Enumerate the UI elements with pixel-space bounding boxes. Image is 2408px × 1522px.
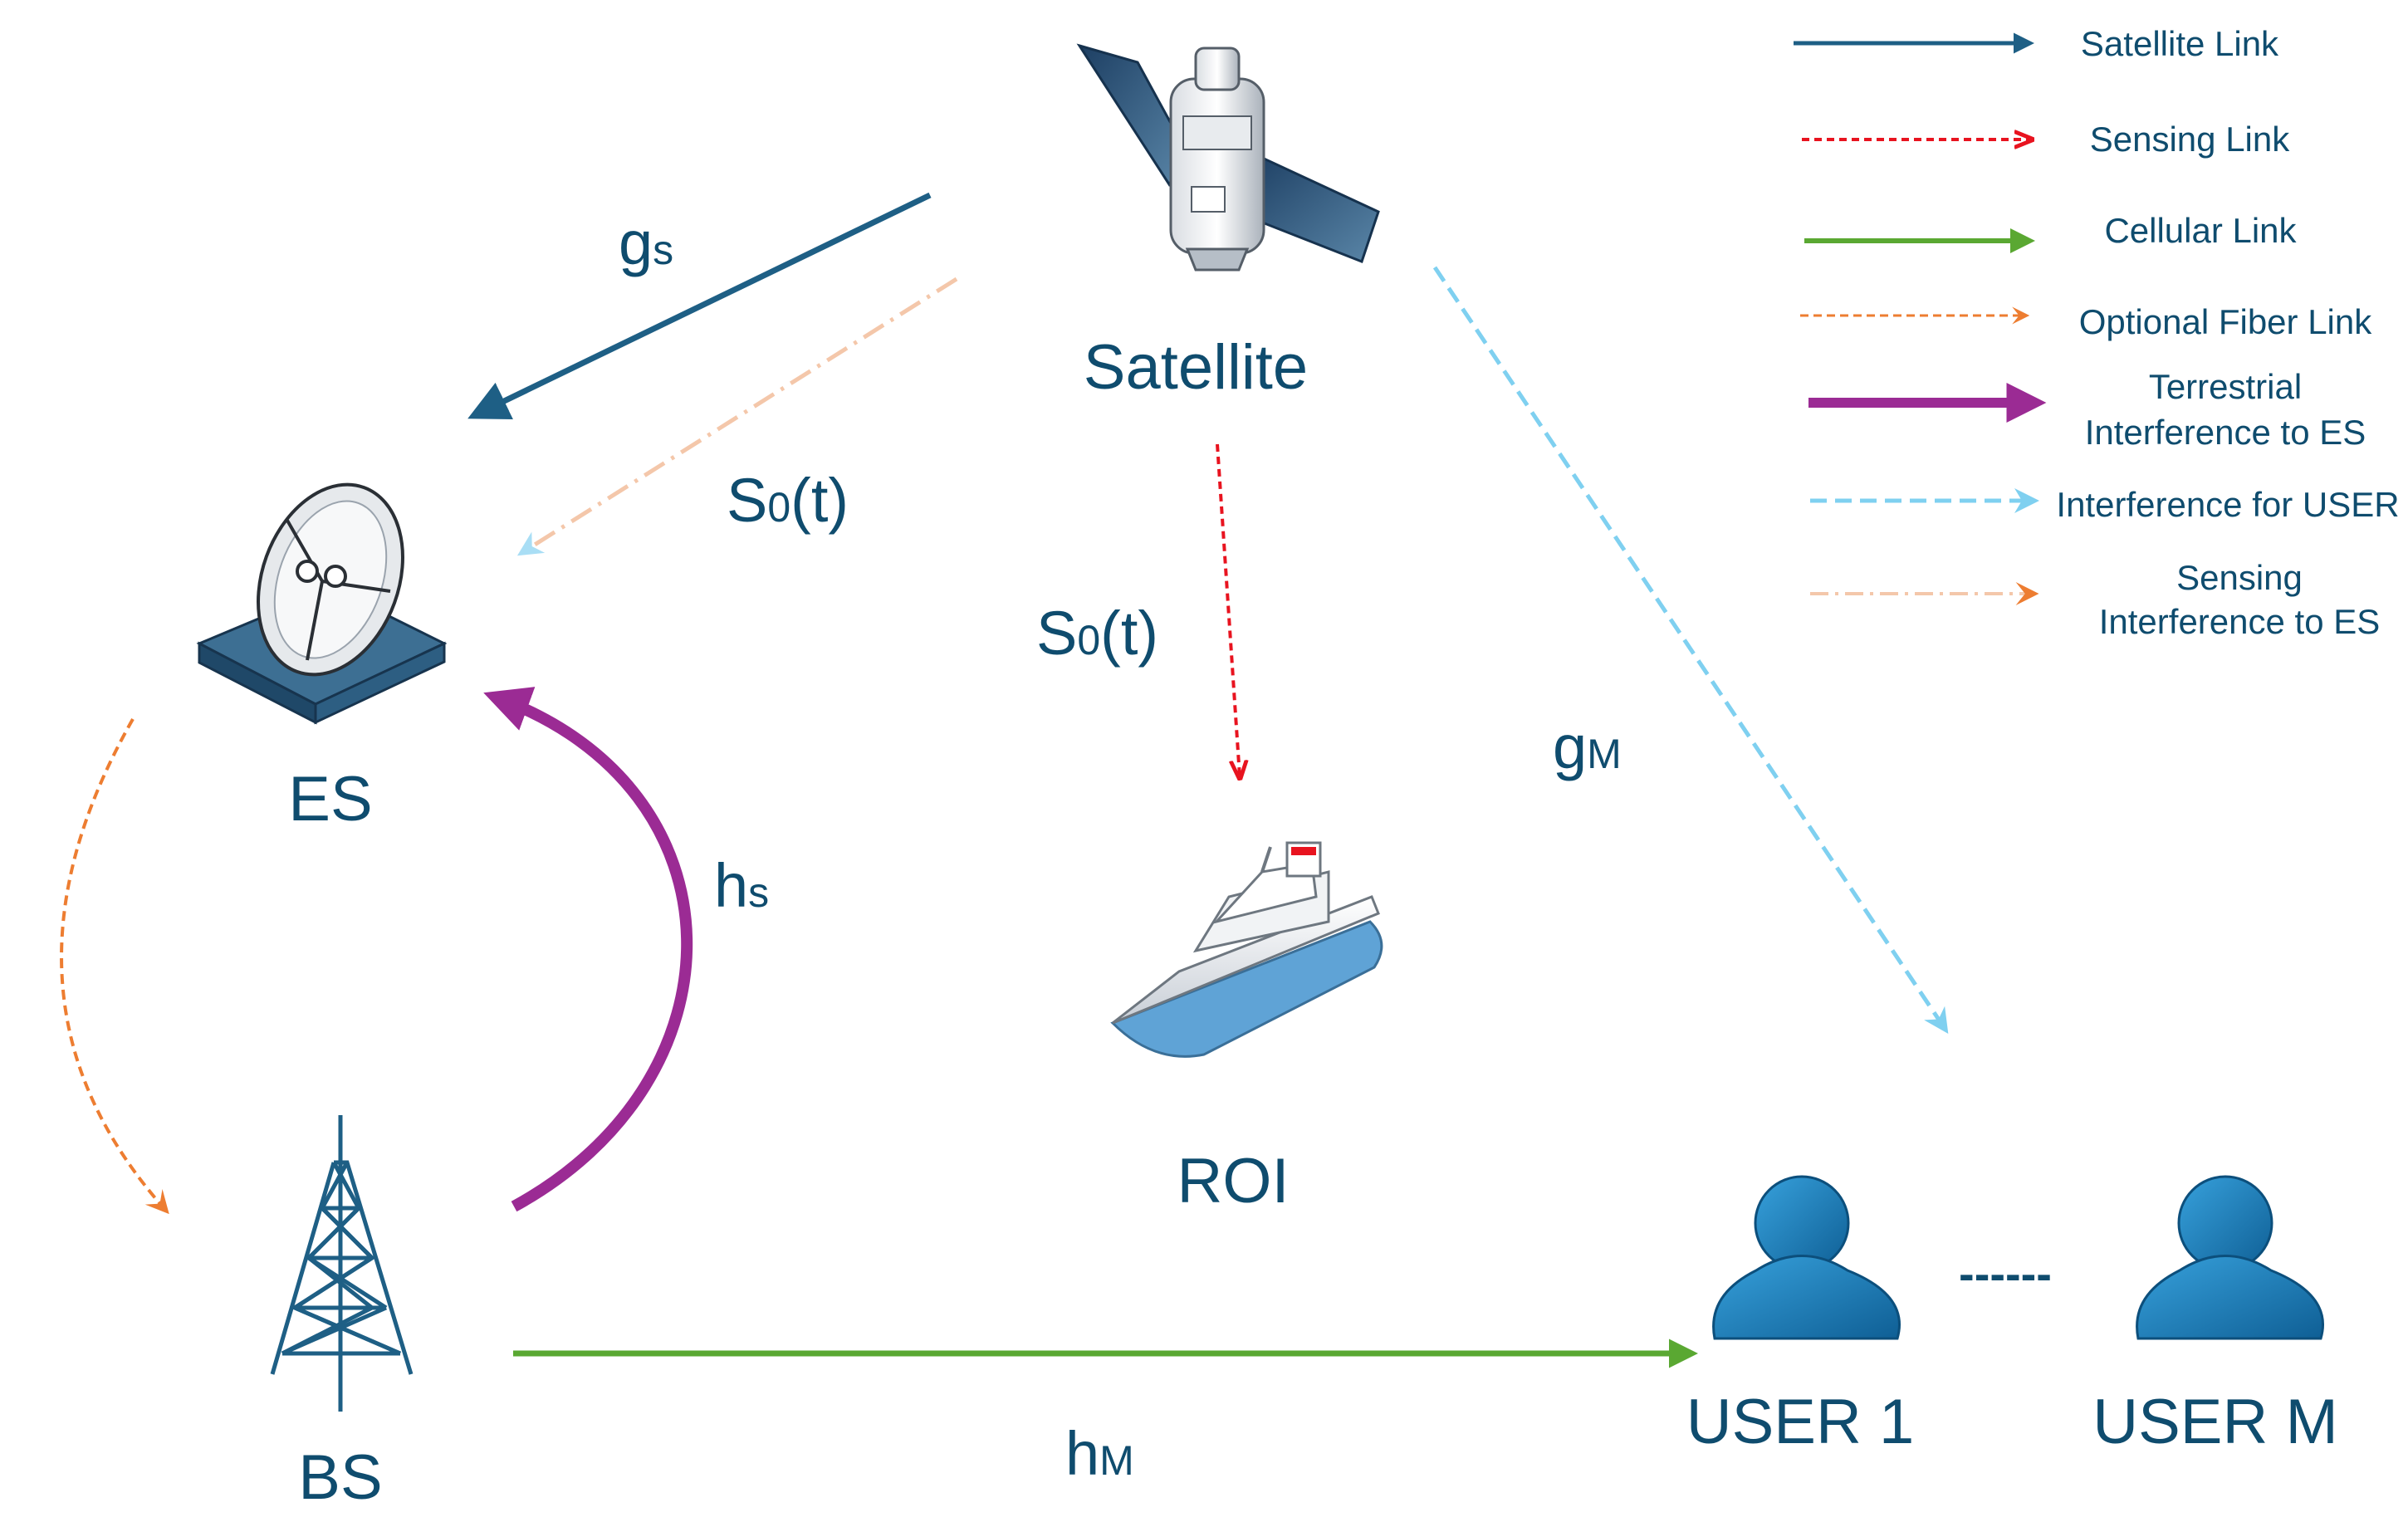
legend-item-optional-fiber-link: Optional Fiber Link [1800, 302, 2372, 341]
users-ellipsis: ------ [1959, 1247, 2052, 1299]
user-m-label: USER M [2092, 1387, 2338, 1457]
legend-label: Terrestrial [2149, 367, 2302, 406]
so-roi-label: S0(t) [1036, 599, 1158, 668]
legend-item-interference-for-user: Interference for USER [1810, 485, 2400, 524]
legend-label: Sensing Link [2090, 120, 2290, 159]
satellite-label: Satellite [1084, 332, 1308, 403]
legend-label: Sensing [2176, 558, 2303, 597]
gm-label: gM [1553, 712, 1622, 781]
legend: Satellite Link Sensing Link Cellular Lin… [1794, 24, 2400, 641]
legend-label: Cellular Link [2104, 211, 2297, 250]
legend-item-sensing-interference: Sensing Interference to ES [1810, 558, 2380, 641]
gs-label: gs [619, 208, 673, 277]
legend-label: Interference to ES [2099, 602, 2381, 641]
es-label: ES [288, 764, 372, 834]
legend-item-cellular-link: Cellular Link [1804, 211, 2298, 253]
legend-item-sensing-link: Sensing Link [1802, 120, 2290, 159]
legend-item-satellite-link: Satellite Link [1794, 24, 2279, 63]
user-1-label: USER 1 [1686, 1387, 1915, 1457]
optional-fiber-link [60, 718, 169, 1215]
legend-item-terrestrial-interference: Terrestrial Interference to ES [1808, 367, 2366, 452]
bs-label: BS [298, 1442, 382, 1513]
so-es-label: S0(t) [727, 466, 849, 535]
interference-for-user-gm [1432, 266, 1949, 1034]
user-icon [2136, 1175, 2324, 1340]
satellite-icon [1076, 43, 1380, 272]
sensing-link-to-roi [1216, 443, 1240, 776]
user-icon [1712, 1175, 1901, 1340]
terrestrial-interference-hs [483, 687, 693, 1212]
roi-label: ROI [1177, 1146, 1289, 1216]
legend-label: Interference to ES [2085, 413, 2366, 452]
hm-label: hM [1065, 1419, 1134, 1488]
hs-label: hs [714, 851, 769, 920]
satellite-dish-icon [196, 482, 448, 725]
legend-label: Interference for USER [2056, 485, 2399, 524]
ship-icon [1110, 841, 1383, 1058]
satellite-link-gs [467, 192, 932, 419]
legend-label: Optional Fiber Link [2079, 302, 2373, 341]
cell-tower-icon [270, 1115, 414, 1412]
legend-label: Satellite Link [2081, 24, 2279, 63]
